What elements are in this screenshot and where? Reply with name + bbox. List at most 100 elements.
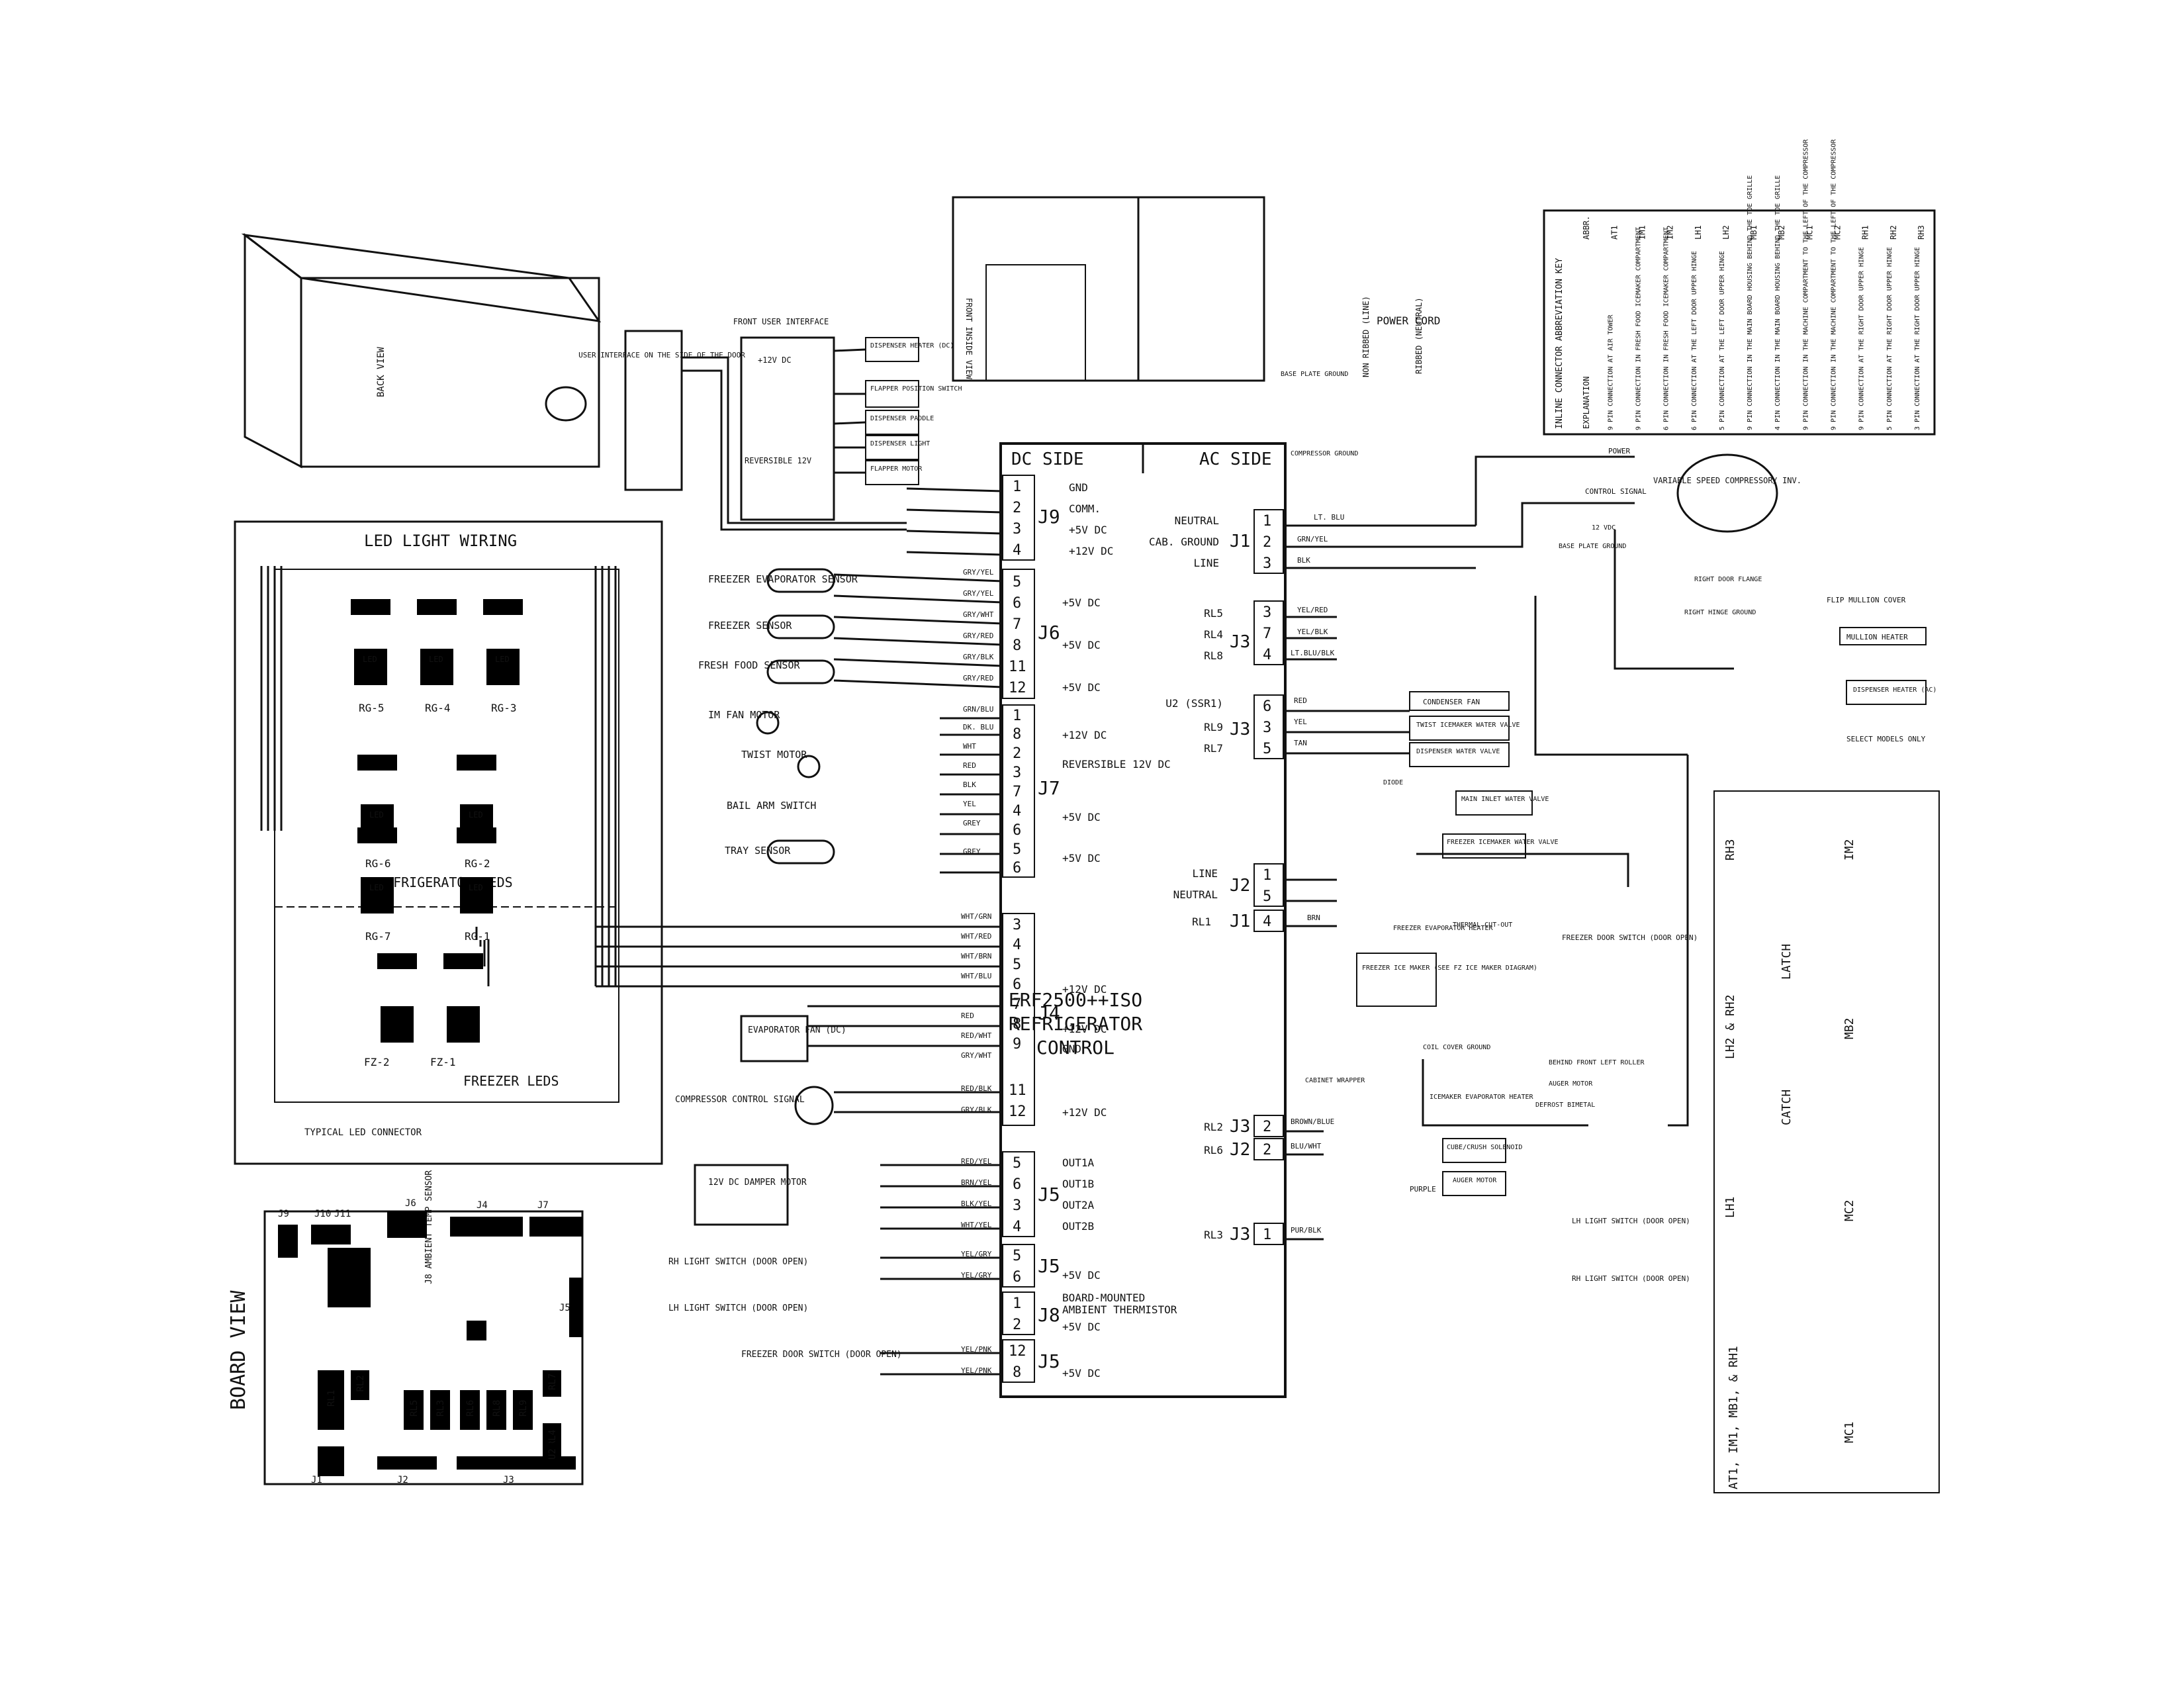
ac-j1b-pin: 4 xyxy=(1263,914,1271,930)
board-connector-label: J7 xyxy=(537,1200,549,1211)
j5b-id: J5 xyxy=(1038,1255,1060,1277)
rg-label: RG-6 xyxy=(365,857,391,870)
dc-connectors: 1 2 3 4 J9 GND COMM. +5V DC +12V DC 5 6 … xyxy=(1002,475,1177,1383)
ac-j2-pin: 5 xyxy=(1263,888,1271,905)
base-plate-ground-2: BASE PLATE GROUND xyxy=(1559,543,1626,550)
board-relay-label: RL3 xyxy=(435,1400,446,1417)
j6-id: J6 xyxy=(1038,622,1060,643)
non-ribbed-label: NON RIBBED (LINE) xyxy=(1361,296,1371,377)
key-text: 9 PIN CONNECTION IN THE MACHINE COMPARTM… xyxy=(1831,139,1838,430)
j7-label: +5V DC xyxy=(1062,852,1101,865)
coil-cover-ground-label: COIL COVER GROUND xyxy=(1423,1044,1490,1051)
right-hinge-ground-label: RIGHT HINGE GROUND xyxy=(1684,609,1756,616)
board-connector xyxy=(278,1225,298,1258)
key-abbr: RH1 xyxy=(1861,225,1870,240)
top-area: BACK VIEW USER INTERFACE ON THE SIDE OF … xyxy=(241,196,1265,521)
led-modules: LEDRG-5LEDRG-4LEDRG-3LEDRG-6LEDRG-2LEDRG… xyxy=(351,599,523,1068)
board-connector xyxy=(331,1225,351,1244)
j7-pin: 6 xyxy=(1013,822,1021,839)
led-wiring: LED LIGHT WIRING REFRIGERATOR LEDS FREEZ… xyxy=(234,520,663,1165)
board-connector xyxy=(377,1456,437,1470)
wire xyxy=(682,369,907,531)
wire-tag: GREY xyxy=(963,847,981,856)
j7-pin: 2 xyxy=(1013,745,1021,762)
j7-pin: 1 xyxy=(1013,708,1021,724)
dispenser-valve-label: DISPENSER WATER VALVE xyxy=(1416,748,1500,755)
control-name-3: CONTROL xyxy=(1036,1037,1115,1058)
connector-views: RH3 IM2 LATCH LH2 & RH2 MB2 CATCH LH1 MC… xyxy=(1713,790,1940,1493)
j4-pin: 5 xyxy=(1013,957,1021,973)
board-connector-label: J9 xyxy=(278,1209,289,1219)
wire-tag: YEL/GRY xyxy=(961,1271,992,1280)
j5c-pin: 8 xyxy=(1013,1364,1021,1381)
j6-pin: 5 xyxy=(1013,574,1021,590)
cv-rh3: RH3 xyxy=(1723,839,1737,861)
defrost-bimetal-label: DEFROST BIMETAL xyxy=(1535,1102,1595,1109)
flip-mullion-label: FLIP MULLION COVER xyxy=(1827,596,1906,604)
j9-label: COMM. xyxy=(1069,502,1101,515)
ac-j2-label: LINE xyxy=(1192,867,1218,880)
key-col-expl: EXPLANATION xyxy=(1582,377,1591,429)
board-relay-label: RL8 xyxy=(492,1400,502,1417)
wire-tag: BRN xyxy=(1307,914,1320,922)
rg-label: RG-1 xyxy=(465,930,490,943)
j7-pin: 8 xyxy=(1013,726,1021,743)
freezer-sensor-label: FREEZER SENSOR xyxy=(708,620,792,632)
led-lens-icon xyxy=(458,1027,469,1038)
ac-j3b-label: RL9 xyxy=(1204,721,1223,733)
key-rows: INLINE CONNECTOR ABBREVIATION KEYABBR.EX… xyxy=(1555,139,1926,430)
cv-lh2-rh2: LH2 & RH2 xyxy=(1723,994,1737,1059)
board-chip xyxy=(467,1321,486,1340)
wire-tag: DK. BLU xyxy=(963,723,993,731)
wire-tag: GRY/WHT xyxy=(963,610,994,619)
front-ui-label: FRONT USER INTERFACE xyxy=(733,317,829,326)
wire xyxy=(1668,755,1689,1127)
key-title: INLINE CONNECTOR ABBREVIATION KEY xyxy=(1555,258,1565,429)
key-text: 5 PIN CONNECTION AT THE RIGHT DOOR UPPER… xyxy=(1886,247,1893,430)
j5b-pin: 5 xyxy=(1013,1248,1021,1264)
wire-tag: RED/WHT xyxy=(961,1031,992,1040)
wire xyxy=(1476,502,1635,548)
rg-label: RG-2 xyxy=(465,857,490,870)
ac-j3b-id: J3 xyxy=(1230,720,1250,739)
plus12-label: +12V DC xyxy=(758,355,792,365)
key-abbr: MB1 xyxy=(1749,225,1758,240)
j4-pin: 6 xyxy=(1013,976,1021,993)
rh-light-switch-label: RH LIGHT SWITCH (DOOR OPEN) xyxy=(668,1257,808,1267)
j7-label: REVERSIBLE 12V DC xyxy=(1062,758,1171,771)
wire-tag: GREY xyxy=(963,819,981,827)
wire-tags: GRY/YEL GRY/YEL GRY/WHT GRY/RED GRY/BLK … xyxy=(961,513,1436,1375)
j8-label: AMBIENT THERMISTOR xyxy=(1062,1303,1177,1316)
key-text: 6 PIN CONNECTION IN FRESH FOOD ICEMAKER … xyxy=(1663,227,1670,430)
ac-j3-id: J3 xyxy=(1230,632,1250,652)
power-cord-label: POWER CORD xyxy=(1377,314,1440,327)
ac-j3c-id: J3 xyxy=(1230,1117,1250,1137)
board-relay-label: U2 xyxy=(547,1448,558,1460)
wire-tag: RED/BLK xyxy=(961,1084,992,1093)
ac-j3b-pin: 3 xyxy=(1263,720,1271,736)
led-connector xyxy=(351,599,390,615)
ui-side-label: USER INTERFACE ON THE SIDE OF THE DOOR xyxy=(578,351,745,359)
board-connector-label: J2 xyxy=(397,1475,408,1485)
tray-sensor-label: TRAY SENSOR xyxy=(725,845,791,857)
ac-j2b-label: RL6 xyxy=(1204,1144,1223,1156)
rh-light-switch-ac-label: RH LIGHT SWITCH (DOOR OPEN) xyxy=(1572,1274,1690,1283)
board-j8-label: J8 AMBIENT TEMP SENSOR xyxy=(424,1170,434,1284)
wire-tag: GRY/BLK xyxy=(963,653,994,661)
j5-label: OUT2A xyxy=(1062,1199,1095,1211)
cv-im2: IM2 xyxy=(1843,839,1856,861)
j9-pin: 1 xyxy=(1013,479,1021,495)
ac-right-components: POWER CORD NON RIBBED (LINE) RIBBED (NEU… xyxy=(1281,296,1936,1283)
j8-pin: 2 xyxy=(1013,1317,1021,1333)
wire-tag: BLK xyxy=(963,780,976,789)
wire-tag: LT.BLU/BLK xyxy=(1291,649,1335,657)
im-fan-motor-icon xyxy=(756,711,780,735)
board-connector-label: J3 xyxy=(503,1475,514,1485)
j5-id: J5 xyxy=(1038,1184,1060,1205)
front-inside-view-label: FRONT INSIDE VIEW xyxy=(964,298,974,380)
auger-motor-label: AUGER MOTOR xyxy=(1453,1177,1497,1184)
board-relay-label: RL6 xyxy=(465,1400,476,1417)
key-text: 9 PIN CONNECTION IN THE MACHINE COMPARTM… xyxy=(1802,139,1809,430)
